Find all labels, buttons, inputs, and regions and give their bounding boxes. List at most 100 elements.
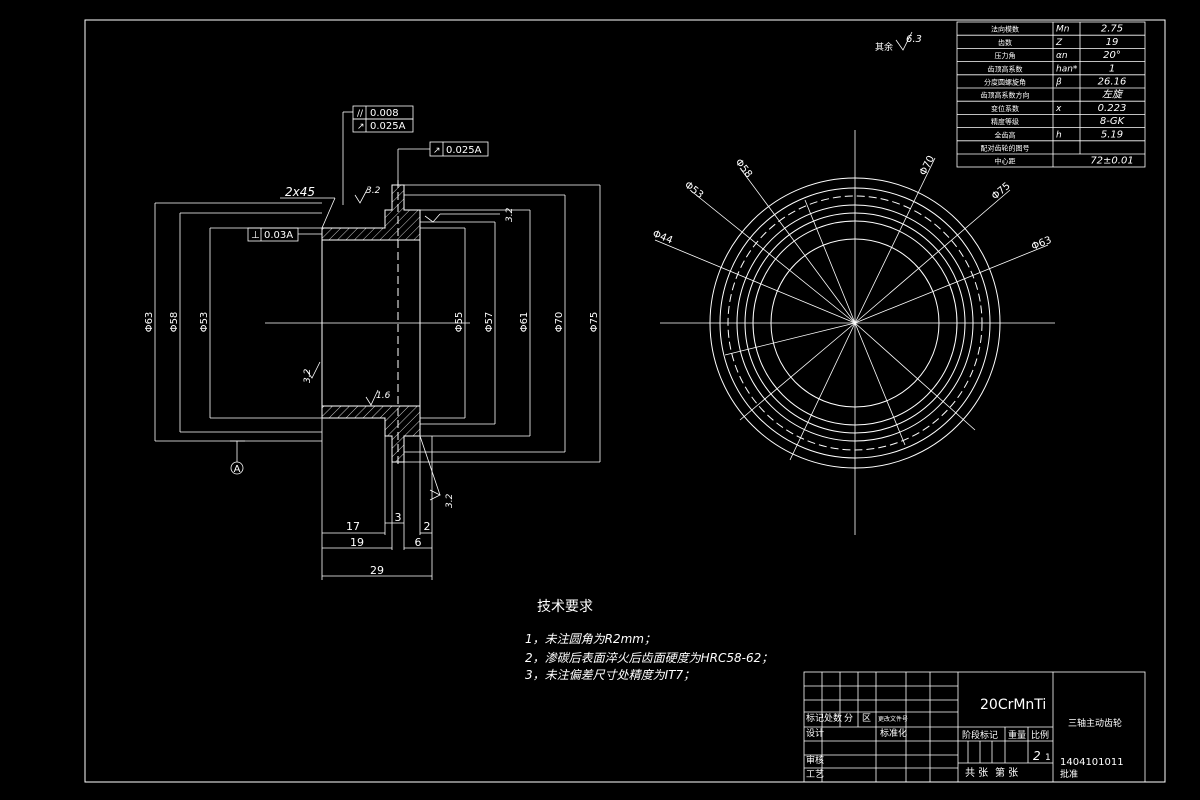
circle-70 xyxy=(719,187,991,459)
tb-part-name: 三轴主动齿轮 xyxy=(1068,717,1122,729)
end-view: Φ58 Φ53 Φ44 Φ70 Φ75 Φ63 xyxy=(651,130,1055,535)
tech-requirement-1: 1，未注圆角为R2mm； xyxy=(525,632,656,646)
tb-approve: 批准 xyxy=(1060,768,1078,780)
dim-label-75: Φ75 xyxy=(589,312,600,333)
hatch-bottom xyxy=(321,405,421,463)
end-label-70: Φ70 xyxy=(918,154,937,177)
dim-label-6: 6 xyxy=(415,536,422,549)
gear-param-symbol: x xyxy=(1055,104,1062,114)
dim-label-70: Φ70 xyxy=(554,312,565,333)
gear-param-label: 分度圆螺旋角 xyxy=(984,78,1026,87)
circle-44 xyxy=(770,238,940,408)
dim-label-55: Φ55 xyxy=(454,312,465,333)
tb-count: 处数 xyxy=(824,712,842,724)
gear-param-symbol: han* xyxy=(1056,64,1078,74)
gear-param-label: 法向模数 xyxy=(991,25,1019,34)
leader-70 xyxy=(854,157,936,324)
tb-process: 工艺 xyxy=(806,769,824,780)
roughness-value-1: 3.2 xyxy=(366,186,381,196)
gear-param-label: 齿顶高系数 xyxy=(988,64,1023,73)
dim-label-19: 19 xyxy=(350,536,364,549)
dim-label-29: 29 xyxy=(370,564,384,577)
perp-symbol: ⊥ xyxy=(251,230,260,241)
gear-param-symbol: β xyxy=(1055,78,1062,88)
tb-drawing-no: 1404101011 xyxy=(1060,757,1124,768)
tb-design: 设计 xyxy=(806,727,824,739)
runout-tolerance-frame-1 xyxy=(352,118,414,133)
roughness-leader-5 xyxy=(419,435,441,496)
gear-param-label: 配对齿轮的图号 xyxy=(981,144,1030,153)
leader-extra-6 xyxy=(854,322,906,446)
leader-58 xyxy=(739,167,856,324)
dim-label-53: Φ53 xyxy=(199,312,210,333)
drawing-frame xyxy=(84,19,1166,783)
gear-param-label: 齿顶高系数方向 xyxy=(981,91,1030,100)
leader-extra-1 xyxy=(739,322,856,421)
circle-53 xyxy=(752,220,958,426)
tb-sheet-label: 第 张 xyxy=(995,766,1018,779)
datum-circle xyxy=(230,461,244,475)
tb-scale-count: 1 xyxy=(1045,753,1051,763)
tech-requirements-title: 技术要求 xyxy=(537,599,593,615)
gear-param-value: 72±0.01 xyxy=(1090,156,1133,167)
circle-57 xyxy=(744,212,966,434)
tech-requirement-3: 3，未注偏差尺寸处精度为IT7； xyxy=(525,668,695,682)
gear-param-value: 8-GK xyxy=(1100,116,1126,127)
tb-weight-label: 重量 xyxy=(1008,729,1026,741)
end-label-44: Φ44 xyxy=(651,229,674,247)
dim-label-63: Φ63 xyxy=(144,312,155,333)
perp-value: 0.03A xyxy=(264,230,293,241)
title-block: 标记 处数 分 区 更改文件号 设计 标准化 审核 工艺 20CrMnTi 阶段… xyxy=(803,671,1146,783)
gear-param-value: 1 xyxy=(1109,63,1115,74)
circle-75 xyxy=(709,177,1001,469)
perp-tolerance-frame xyxy=(247,227,299,242)
gear-param-value: 20° xyxy=(1103,50,1121,61)
gear-param-value: 左旋 xyxy=(1102,89,1124,101)
dim-label-3: 3 xyxy=(395,511,402,524)
tb-sheet-total: 共 张 xyxy=(965,767,988,779)
section-view: Φ63 Φ58 Φ53 Φ55 Φ57 Φ61 Φ70 Φ75 2x45 // … xyxy=(144,105,601,580)
gear-param-value: 19 xyxy=(1106,37,1119,48)
tb-scale-label: 比例 xyxy=(1031,729,1049,741)
datum-letter: A xyxy=(234,464,241,475)
runout-value-1: 0.025A xyxy=(370,121,406,132)
roughness-mark-4 xyxy=(365,389,379,406)
gear-param-label: 齿数 xyxy=(998,38,1012,47)
gear-param-label: 压力角 xyxy=(995,51,1016,60)
roughness-value-5: 3.2 xyxy=(445,493,455,508)
roughness-other-value: 6.3 xyxy=(906,34,922,45)
leader-extra-2 xyxy=(789,322,856,461)
gear-param-label: 精度等级 xyxy=(991,117,1019,126)
leader-extra-5 xyxy=(804,199,856,324)
roughness-other-mark xyxy=(895,31,913,51)
gear-param-label: 中心距 xyxy=(995,157,1016,166)
roughness-value-3: 3.2 xyxy=(303,368,313,383)
tb-material: 20CrMnTi xyxy=(980,697,1046,713)
gear-param-label: 全齿高 xyxy=(995,130,1016,139)
roughness-mark-2 xyxy=(424,213,441,223)
gear-param-symbol: αn xyxy=(1056,51,1068,61)
runout-symbol-1: ↗ xyxy=(357,122,365,132)
end-label-53: Φ53 xyxy=(682,180,705,201)
dim-label-58: Φ58 xyxy=(169,312,180,333)
gear-param-label: 变位系数 xyxy=(991,104,1019,113)
roughness-other-label: 其余 xyxy=(875,41,893,53)
roughness-mark-3 xyxy=(305,361,321,379)
runout-symbol-2: ↗ xyxy=(433,146,441,156)
tb-review: 审核 xyxy=(806,754,824,766)
end-label-63: Φ63 xyxy=(1030,235,1053,253)
leader-75 xyxy=(854,189,1011,324)
leader-44 xyxy=(654,239,856,324)
dim-label-17: 17 xyxy=(346,520,360,533)
circle-pitch xyxy=(727,195,983,451)
tb-mark: 标记 xyxy=(806,712,824,724)
gear-param-symbol: h xyxy=(1056,130,1062,140)
end-label-75: Φ75 xyxy=(990,181,1013,203)
gear-param-value: 26.16 xyxy=(1098,77,1127,88)
tb-scale-num: 2 xyxy=(1033,749,1041,763)
gear-param-value: 0.223 xyxy=(1098,103,1127,114)
tb-div: 分 xyxy=(844,713,853,724)
gear-param-symbol: Z xyxy=(1055,38,1063,48)
tb-standard: 标准化 xyxy=(880,727,907,739)
